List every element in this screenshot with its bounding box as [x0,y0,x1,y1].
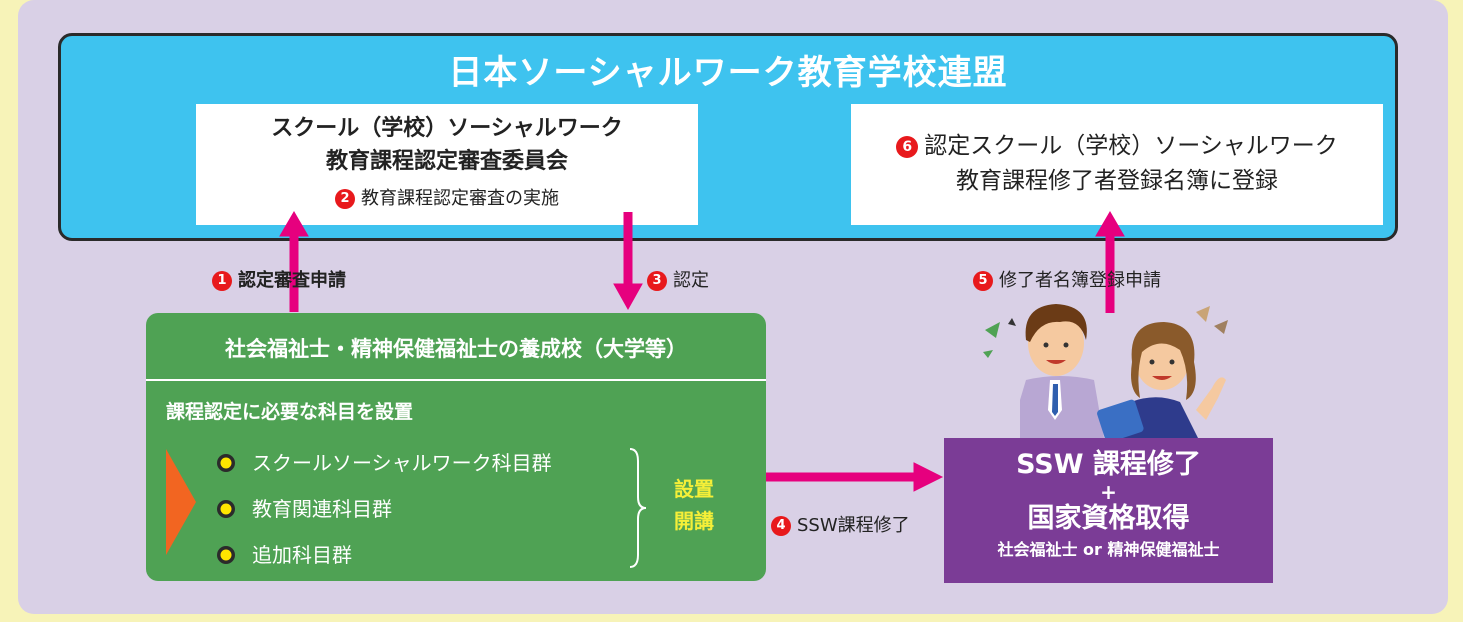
step-badge-4: 4 [771,516,791,536]
setup-label: 設置 開講 [674,473,714,537]
arrow-register-head [1095,211,1125,237]
curly-brace-icon [629,448,647,568]
arrow-complete-head [913,462,944,492]
sparkle-icon [1008,318,1016,326]
subject-item: スクールソーシャルワーク科目群 [214,443,552,489]
subject-list: スクールソーシャルワーク科目群 教育関連科目群 追加科目群 [214,443,552,581]
subject-item: 追加科目群 [214,535,552,581]
school-divider [146,379,766,381]
completion-line1: SSW 課程修了 [1016,449,1201,480]
sun-bullet-icon [217,500,235,518]
step-badge-1: 1 [212,271,232,291]
registry-line1-text: 認定スクール（学校）ソーシャルワーク [924,133,1338,159]
orange-triangle-icon [166,449,196,555]
completion-box: SSW 課程修了 + 国家資格取得 社会福祉士 or 精神保健福祉士 [944,438,1273,583]
school-box: 社会福祉士・精神保健福祉士の養成校（大学等） 課程認定に必要な科目を設置 スクー… [146,313,766,581]
step1-text: 認定審査申請 [238,270,346,291]
completion-plus: + [1100,480,1117,504]
committee-box: スクール（学校）ソーシャルワーク 教育課程認定審査委員会 2 教育課程認定審査の実… [196,104,698,225]
committee-step-text: 教育課程認定審査の実施 [361,188,559,209]
registry-line2: 教育課程修了者登録名簿に登録 [956,168,1278,194]
setup-line2: 開講 [674,509,714,533]
step-badge-6: 6 [896,135,919,158]
committee-step: 2 教育課程認定審査の実施 [196,184,698,210]
federation-title: 日本ソーシャルワーク教育学校連盟 [448,53,1008,93]
step5-label: 5 修了者名簿登録申請 [973,266,1161,292]
subject-text: 追加科目群 [252,543,352,567]
setup-line1: 設置 [674,477,714,501]
sun-bullet-icon [217,454,235,472]
subject-item: 教育関連科目群 [214,489,552,535]
committee-line1: スクール（学校）ソーシャルワーク [271,116,623,141]
step3-label: 3 認定 [647,266,709,292]
subject-text: 教育関連科目群 [252,497,392,521]
school-title: 社会福祉士・精神保健福祉士の養成校（大学等） [225,337,687,361]
step5-text: 修了者名簿登録申請 [999,270,1161,291]
step-badge-2: 2 [335,189,355,209]
school-subtitle: 課程認定に必要な科目を設置 [166,401,414,423]
step1-label: 1 認定審査申請 [212,266,346,292]
sparkle-icon [985,322,1000,338]
step3-text: 認定 [673,270,709,291]
sparkle-icon [983,350,993,358]
step4-text: SSW課程修了 [797,515,910,536]
woman-figure [1097,322,1226,443]
sparkle-icon [1196,306,1210,322]
step-badge-5: 5 [973,271,993,291]
step4-label: 4 SSW課程修了 [771,511,910,537]
completion-line3: 社会福祉士 or 精神保健福祉士 [997,540,1220,559]
step-badge-3: 3 [647,271,667,291]
arrow-certify-head [613,283,643,311]
subject-text: スクールソーシャルワーク科目群 [252,451,552,475]
committee-line2: 教育課程認定審査委員会 [325,149,568,174]
sun-bullet-icon [217,546,235,564]
arrow-apply-head [279,211,309,237]
man-figure [1020,304,1104,438]
completion-line2: 国家資格取得 [1027,503,1190,534]
sparkle-icon [1214,320,1228,334]
